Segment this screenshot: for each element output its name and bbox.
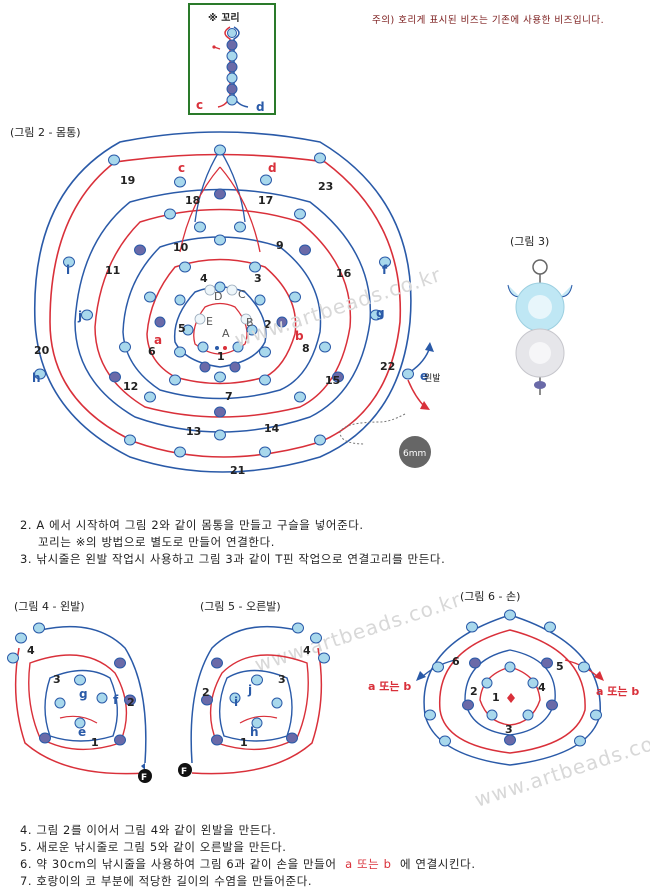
fig2-letter-f: f [382,263,388,277]
step-5: 5. 새로운 낚시줄로 그림 5와 같이 오른발을 만든다. [20,840,287,854]
fig2-num-11: 11 [105,264,120,277]
fig2-num-16: 16 [336,267,352,280]
fig2-bead-label: 6mm [403,449,426,459]
fig4-letter-e: e [78,725,86,739]
fig5-num-2: 2 [202,686,210,699]
fig2-body-diagram: 1 2 3 4 5 6 7 8 9 10 11 12 13 14 15 16 1… [32,131,440,477]
fig6-caption: (그림 6 - 손) [460,590,521,603]
step-2-line-2: 꼬리는 ※의 방법으로 별도로 만들어 연결한다. [38,535,276,549]
step-4: 4. 그림 2를 이어서 그림 4와 같이 왼발을 만든다. [20,823,277,837]
fig6-right-label: a 또는 b [596,685,640,698]
fig5-caption: (그림 5 - 오른발) [200,600,281,613]
fig2-inner-B: B [246,316,254,329]
step-6-text: 6. 약 30cm의 낚시줄을 사용하여 그림 6과 같이 손을 만들어 [20,857,337,871]
fig5-end: F [181,767,187,777]
fig4-letter-f: f [113,693,119,707]
fig2-num-5: 5 [178,322,186,335]
fig2-inner-A: A [222,327,230,340]
fig2-num-8: 8 [302,342,310,355]
fig4-num-3: 3 [53,673,61,686]
fig5-diagram: F 1 2 3 4 h i j [178,622,330,777]
step-7: 7. 호랑이의 코 부분에 적당한 길이의 수염을 만들어준다. [20,874,313,888]
fig2-num-12: 12 [123,380,138,393]
step-6-highlight: a 또는 b [345,857,392,871]
tail-diagram: c d [196,26,265,114]
fig2-num-22: 22 [380,360,395,373]
fig2-letter-c: c [178,161,185,175]
step-3: 3. 낚시줄은 왼발 작업시 사용하고 그림 3과 같이 T핀 작업으로 연결고… [20,552,446,566]
fig4-num-4: 4 [27,644,35,657]
fig6-diagram: 1 2 3 4 5 6 [416,609,604,766]
fig2-letter-a: a [154,333,162,347]
fig2-caption: (그림 2 - 몸통) [10,126,81,139]
fig2-letter-i: i [66,263,70,277]
fig2-num-6: 6 [148,345,156,358]
fig6-num-6: 6 [452,655,460,668]
fig2-letter-b: b [295,329,304,343]
fig2-num-2: 2 [264,318,272,331]
tail-box: ※ 꼬리 c d [188,3,276,115]
fig5-letter-h: h [250,725,259,739]
fig2-exit-label: 왼발 [424,373,440,384]
fig2-num-13: 13 [186,425,201,438]
notice-text: 주의) 호리게 표시된 비즈는 기존에 사용한 비즈입니다. [372,15,605,26]
fig2-num-23: 23 [318,180,333,193]
fig4-end: F [141,773,147,783]
fig6-num-3: 3 [505,723,513,736]
fig4-num-2: 2 [127,696,135,709]
fig2-num-19: 19 [120,174,135,187]
fig4-diagram: F 1 2 3 4 e f g [7,622,152,783]
tail-label-d: d [256,100,265,114]
fig2-num-20: 20 [34,344,50,357]
fig2-letter-j: j [77,309,82,323]
fig2-num-3: 3 [254,272,262,285]
fig2-num-10: 10 [173,241,189,254]
fig4-caption: (그림 4 - 왼발) [14,600,85,613]
fig3-diagram [507,259,573,395]
fig5-letter-j: j [247,683,252,697]
fig5-num-4: 4 [303,644,311,657]
fig6-num-4: 4 [538,681,546,694]
fig2-letter-e: e [420,369,428,383]
fig2-num-1: 1 [217,350,225,363]
fig2-num-9: 9 [276,239,284,252]
fig6-left-label: a 또는 b [368,680,412,693]
fig2-num-15: 15 [325,374,340,387]
steps-a: 2. A 에서 시작하여 그림 2와 같이 몸통을 만들고 구슬을 넣어준다. … [20,517,445,568]
tail-label-c: c [196,98,203,112]
fig2-inner-C: C [238,288,246,301]
fig2-letter-h: h [32,371,41,385]
fig2-letter-g: g [376,306,385,320]
fig2-num-7: 7 [225,390,233,403]
fig6-num-5: 5 [556,660,564,673]
fig4-num-1: 1 [91,736,99,749]
tail-title: ※ 꼬리 [208,13,240,24]
fig6-num-1: 1 [492,691,500,704]
fig2-inner-D: D [214,290,222,303]
fig6-num-2: 2 [470,685,478,698]
fig2-num-17: 17 [258,194,273,207]
fig5-letter-i: i [234,695,238,709]
fig2-inner-E: E [206,315,213,328]
fig2-num-21: 21 [230,464,245,477]
fig2-letter-d: d [268,161,277,175]
fig2-num-18: 18 [185,194,200,207]
fig2-num-4: 4 [200,272,208,285]
fig4-letter-g: g [79,687,88,701]
step-2-line-1: 2. A 에서 시작하여 그림 2와 같이 몸통을 만들고 구슬을 넣어준다. [20,518,364,532]
step-6: 6. 약 30cm의 낚시줄을 사용하여 그림 6과 같이 손을 만들어 a 또… [20,856,476,873]
fig5-num-3: 3 [278,673,286,686]
steps-b: 4. 그림 2를 이어서 그림 4와 같이 왼발을 만든다. 5. 새로운 낚시… [20,822,476,890]
fig5-num-1: 1 [240,736,248,749]
fig3-caption: (그림 3) [510,235,550,248]
fig2-num-14: 14 [264,422,280,435]
step-6-tail: 에 연결시킨다. [400,857,476,871]
